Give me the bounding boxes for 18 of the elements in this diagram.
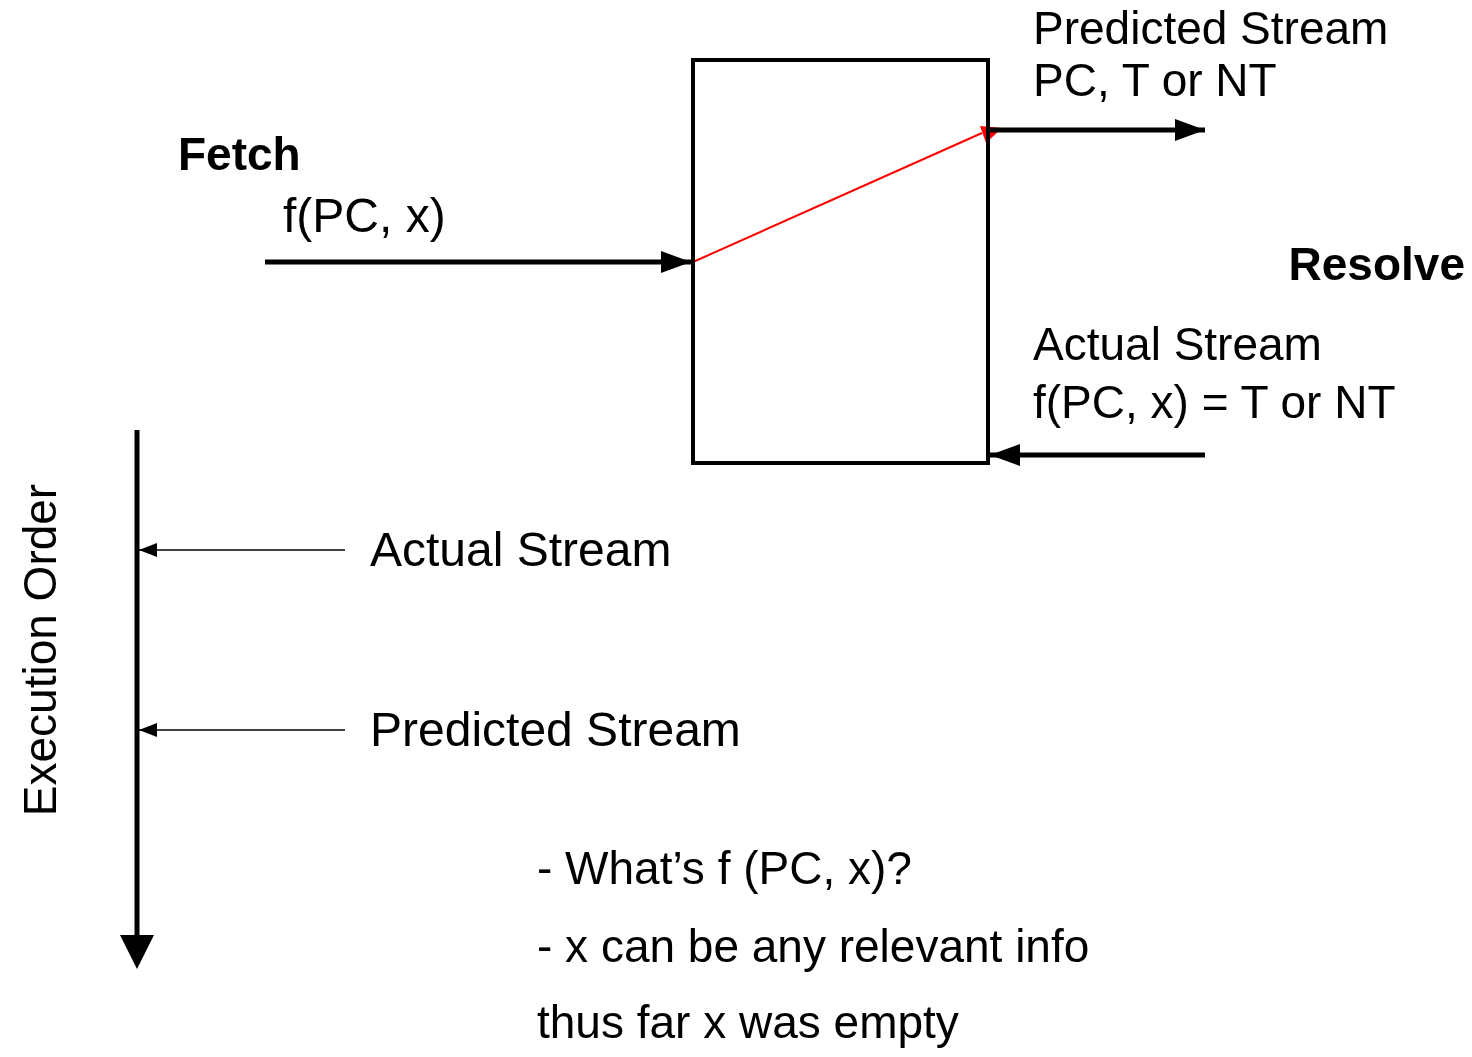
note-text: - What’s f (PC, x)? xyxy=(537,842,912,894)
output-label: Predicted Stream xyxy=(1033,2,1389,54)
stage-label: Resolve xyxy=(1288,238,1465,290)
arrow xyxy=(990,119,1205,141)
stage-label: Fetch xyxy=(178,128,301,180)
axis-label: Execution Order xyxy=(14,483,66,817)
note-text: - x can be any relevant info xyxy=(537,920,1090,972)
note-text: thus far x was empty xyxy=(537,996,959,1048)
output-label: PC, T or NT xyxy=(1033,54,1277,106)
arrow xyxy=(138,543,346,557)
arrow xyxy=(138,723,346,737)
arrow xyxy=(990,444,1205,466)
input-label: f(PC, x) = T or NT xyxy=(1033,376,1396,428)
arrow xyxy=(265,251,691,273)
input-label: Actual Stream xyxy=(1033,318,1322,370)
stream-label: Predicted Stream xyxy=(345,702,785,758)
stream-label: Actual Stream xyxy=(345,522,705,578)
process-box xyxy=(691,58,990,465)
